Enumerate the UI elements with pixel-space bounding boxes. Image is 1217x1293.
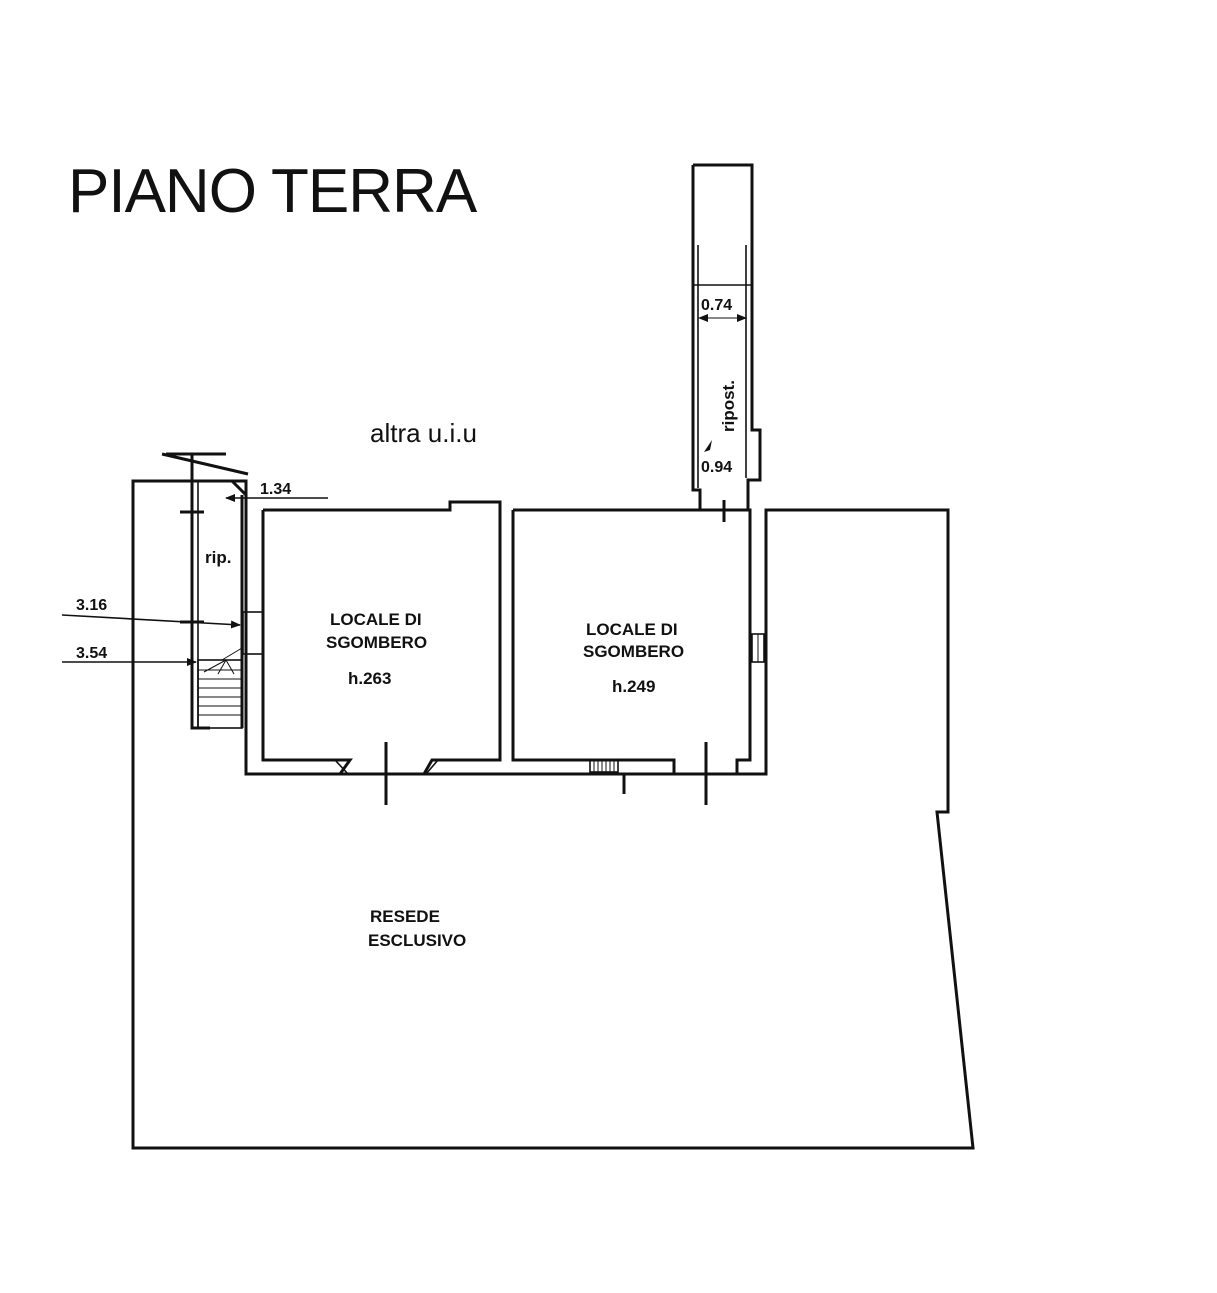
room-2-name-line2: SGOMBERO [583, 642, 684, 661]
yard-outline [131, 479, 975, 1150]
dim-094: 0.94 [701, 459, 732, 476]
yard-label-line1: RESEDE [370, 907, 440, 926]
dim-074: 0.74 [701, 297, 732, 314]
closet-doorway [242, 611, 264, 655]
room-1-door-right-jamb [425, 759, 439, 775]
room-2-name-line1: LOCALE DI [586, 620, 678, 639]
room-1-height: h.263 [348, 669, 391, 688]
neighbor-unit-label: altra u.i.u [370, 418, 477, 448]
storage-label: ripost. [719, 380, 738, 432]
dim-094-arrow [704, 440, 712, 452]
room-1-name-line2: SGOMBERO [326, 633, 427, 652]
room-1-door-left-jamb [334, 759, 349, 775]
stair-steps [197, 647, 243, 729]
closet-walls [190, 479, 248, 730]
closet-label: rip. [205, 548, 231, 567]
plan-title: PIANO TERRA [68, 157, 478, 226]
dim-354: 3.54 [76, 645, 107, 662]
yard-label-line2: ESCLUSIVO [368, 931, 466, 950]
storage-walls [691, 163, 762, 510]
dim-316-line [61, 614, 241, 629]
room-2-height: h.249 [612, 677, 655, 696]
room-1-name-line1: LOCALE DI [330, 610, 422, 629]
dim-134: 1.34 [260, 481, 291, 498]
room-2-vent-grille [589, 759, 619, 773]
dim-316: 3.16 [76, 597, 107, 614]
closet-top-rail [161, 452, 249, 476]
